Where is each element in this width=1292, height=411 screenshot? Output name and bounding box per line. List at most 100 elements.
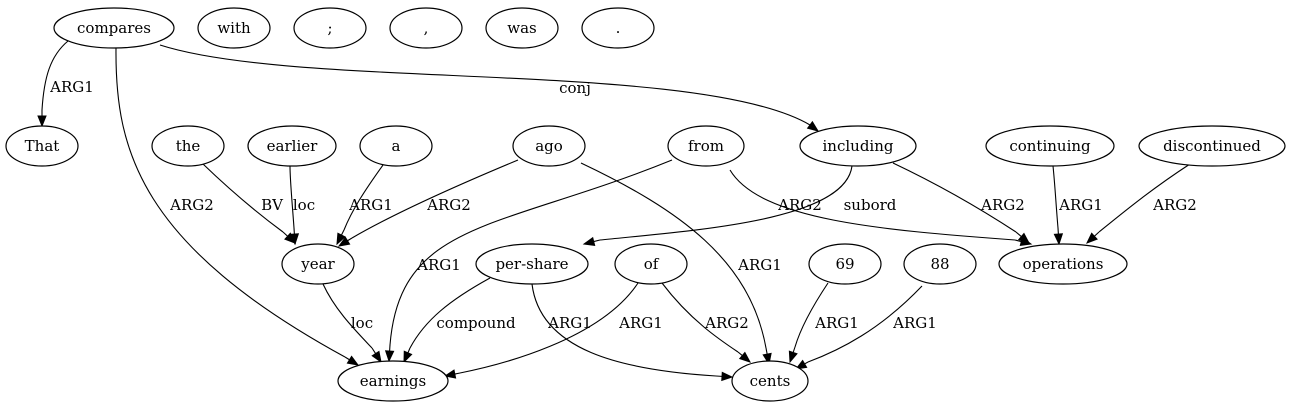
node-ellipse	[247, 125, 337, 167]
node-compares: compares	[53, 7, 175, 49]
node-ellipse	[485, 7, 559, 49]
edge-ago-cents: ARG1	[580, 162, 782, 366]
edge-label: ARG1	[49, 78, 94, 96]
node-label: That	[25, 137, 60, 155]
graph-nodes: compares with;, was. That the earlier a ago from…	[5, 7, 1286, 402]
arrowhead	[788, 350, 798, 364]
edge-label: subord	[844, 196, 897, 214]
node-semicolon: ;	[293, 7, 367, 49]
edge-label: ARG1	[547, 314, 592, 332]
node-label: including	[823, 137, 894, 155]
node-ellipse	[293, 7, 367, 49]
node-pershare: per-share	[475, 243, 589, 285]
edge-of-earnings: ARG1	[443, 282, 663, 379]
node-label: 88	[930, 255, 949, 273]
edge-n69-cents: ARG1	[788, 282, 859, 364]
node-ellipse	[731, 360, 809, 402]
edge-line	[202, 163, 284, 233]
node-label: compares	[77, 19, 151, 37]
node-label: per-share	[495, 255, 568, 273]
edge-line-tail	[792, 346, 796, 353]
node-label: operations	[1023, 255, 1104, 273]
edge-label: ARG1	[618, 314, 663, 332]
arrowhead	[582, 236, 596, 247]
edge-line-tail	[347, 237, 353, 242]
edge-line	[1098, 163, 1191, 233]
node-ellipse	[614, 243, 688, 285]
node-comma: ,	[389, 7, 463, 49]
node-label: 69	[835, 255, 854, 273]
edge-line	[41, 40, 69, 111]
arrowhead	[1053, 233, 1064, 246]
edge-label: compound	[436, 314, 516, 332]
node-operations: operations	[998, 243, 1128, 285]
edge-label: loc	[293, 196, 315, 214]
node-ellipse	[998, 243, 1128, 285]
edge-label: ARG1	[814, 314, 859, 332]
edge-line	[459, 282, 639, 374]
edge-pershare-cents: ARG1	[531, 283, 734, 382]
node-label: earnings	[360, 372, 426, 390]
node-period: .	[581, 7, 655, 49]
node-label: was	[507, 19, 536, 37]
edge-line	[807, 285, 923, 363]
edge-label: ARG2	[704, 314, 749, 332]
edge-line	[580, 162, 767, 349]
edge-line	[159, 44, 811, 126]
edge-line	[389, 159, 673, 346]
edge-line	[351, 159, 519, 239]
edge-of-cents: ARG2	[661, 282, 752, 363]
node-label: .	[616, 19, 621, 37]
node-label: a	[392, 137, 401, 155]
edge-line-tail	[1093, 231, 1100, 237]
edge-label: BV	[261, 196, 284, 214]
edge-n88-cents: ARG1	[794, 285, 937, 370]
node-ellipse	[903, 243, 977, 285]
edge-label: ARG1	[416, 256, 461, 274]
node-earlier: earlier	[247, 125, 337, 167]
node-year: year	[281, 243, 355, 285]
edge-line-tail	[1014, 239, 1022, 243]
edge-line-tail	[804, 361, 809, 365]
edge-a-year: ARG1	[336, 164, 393, 246]
edge-line	[599, 165, 853, 241]
node-discontinued: discontinued	[1138, 125, 1286, 167]
edge-label: ARG2	[980, 196, 1025, 214]
node-label: the	[176, 137, 201, 155]
edge-line	[409, 277, 491, 349]
edge-compares-including: conj	[159, 44, 820, 132]
edge-label: ARG2	[169, 196, 214, 214]
node-the: the	[151, 125, 225, 167]
node-ellipse	[512, 125, 586, 167]
node-label: continuing	[1009, 137, 1091, 155]
arrowhead	[289, 233, 300, 246]
arrowhead	[371, 350, 382, 364]
arrowhead	[337, 236, 351, 247]
arrowhead	[806, 120, 820, 132]
edge-line	[531, 283, 717, 377]
node-label: from	[688, 137, 724, 155]
node-ago: ago	[512, 125, 586, 167]
edge-continuing-operations: ARG1	[1052, 165, 1103, 246]
edge-label: ARG2	[1152, 196, 1197, 214]
edge-label: conj	[559, 79, 591, 97]
node-ellipse	[475, 243, 589, 285]
node-with: with	[197, 7, 271, 49]
node-label: discontinued	[1163, 137, 1261, 155]
edge-line-tail	[765, 347, 768, 355]
arrowhead	[336, 232, 346, 246]
edge-line-tail	[1015, 231, 1022, 237]
edge-line	[794, 282, 829, 348]
edge-the-year: BV	[202, 163, 296, 244]
node-ellipse	[337, 360, 449, 402]
edge-line	[343, 164, 384, 231]
edge-line-tail	[407, 347, 411, 354]
node-ellipse	[581, 7, 655, 49]
arrowhead	[346, 355, 360, 366]
edge-discontinued-operations: ARG2	[1086, 163, 1197, 244]
arrowhead	[1017, 232, 1031, 244]
node-ellipse	[359, 125, 433, 167]
node-n69: 69	[808, 243, 882, 285]
node-ellipse	[667, 125, 745, 167]
